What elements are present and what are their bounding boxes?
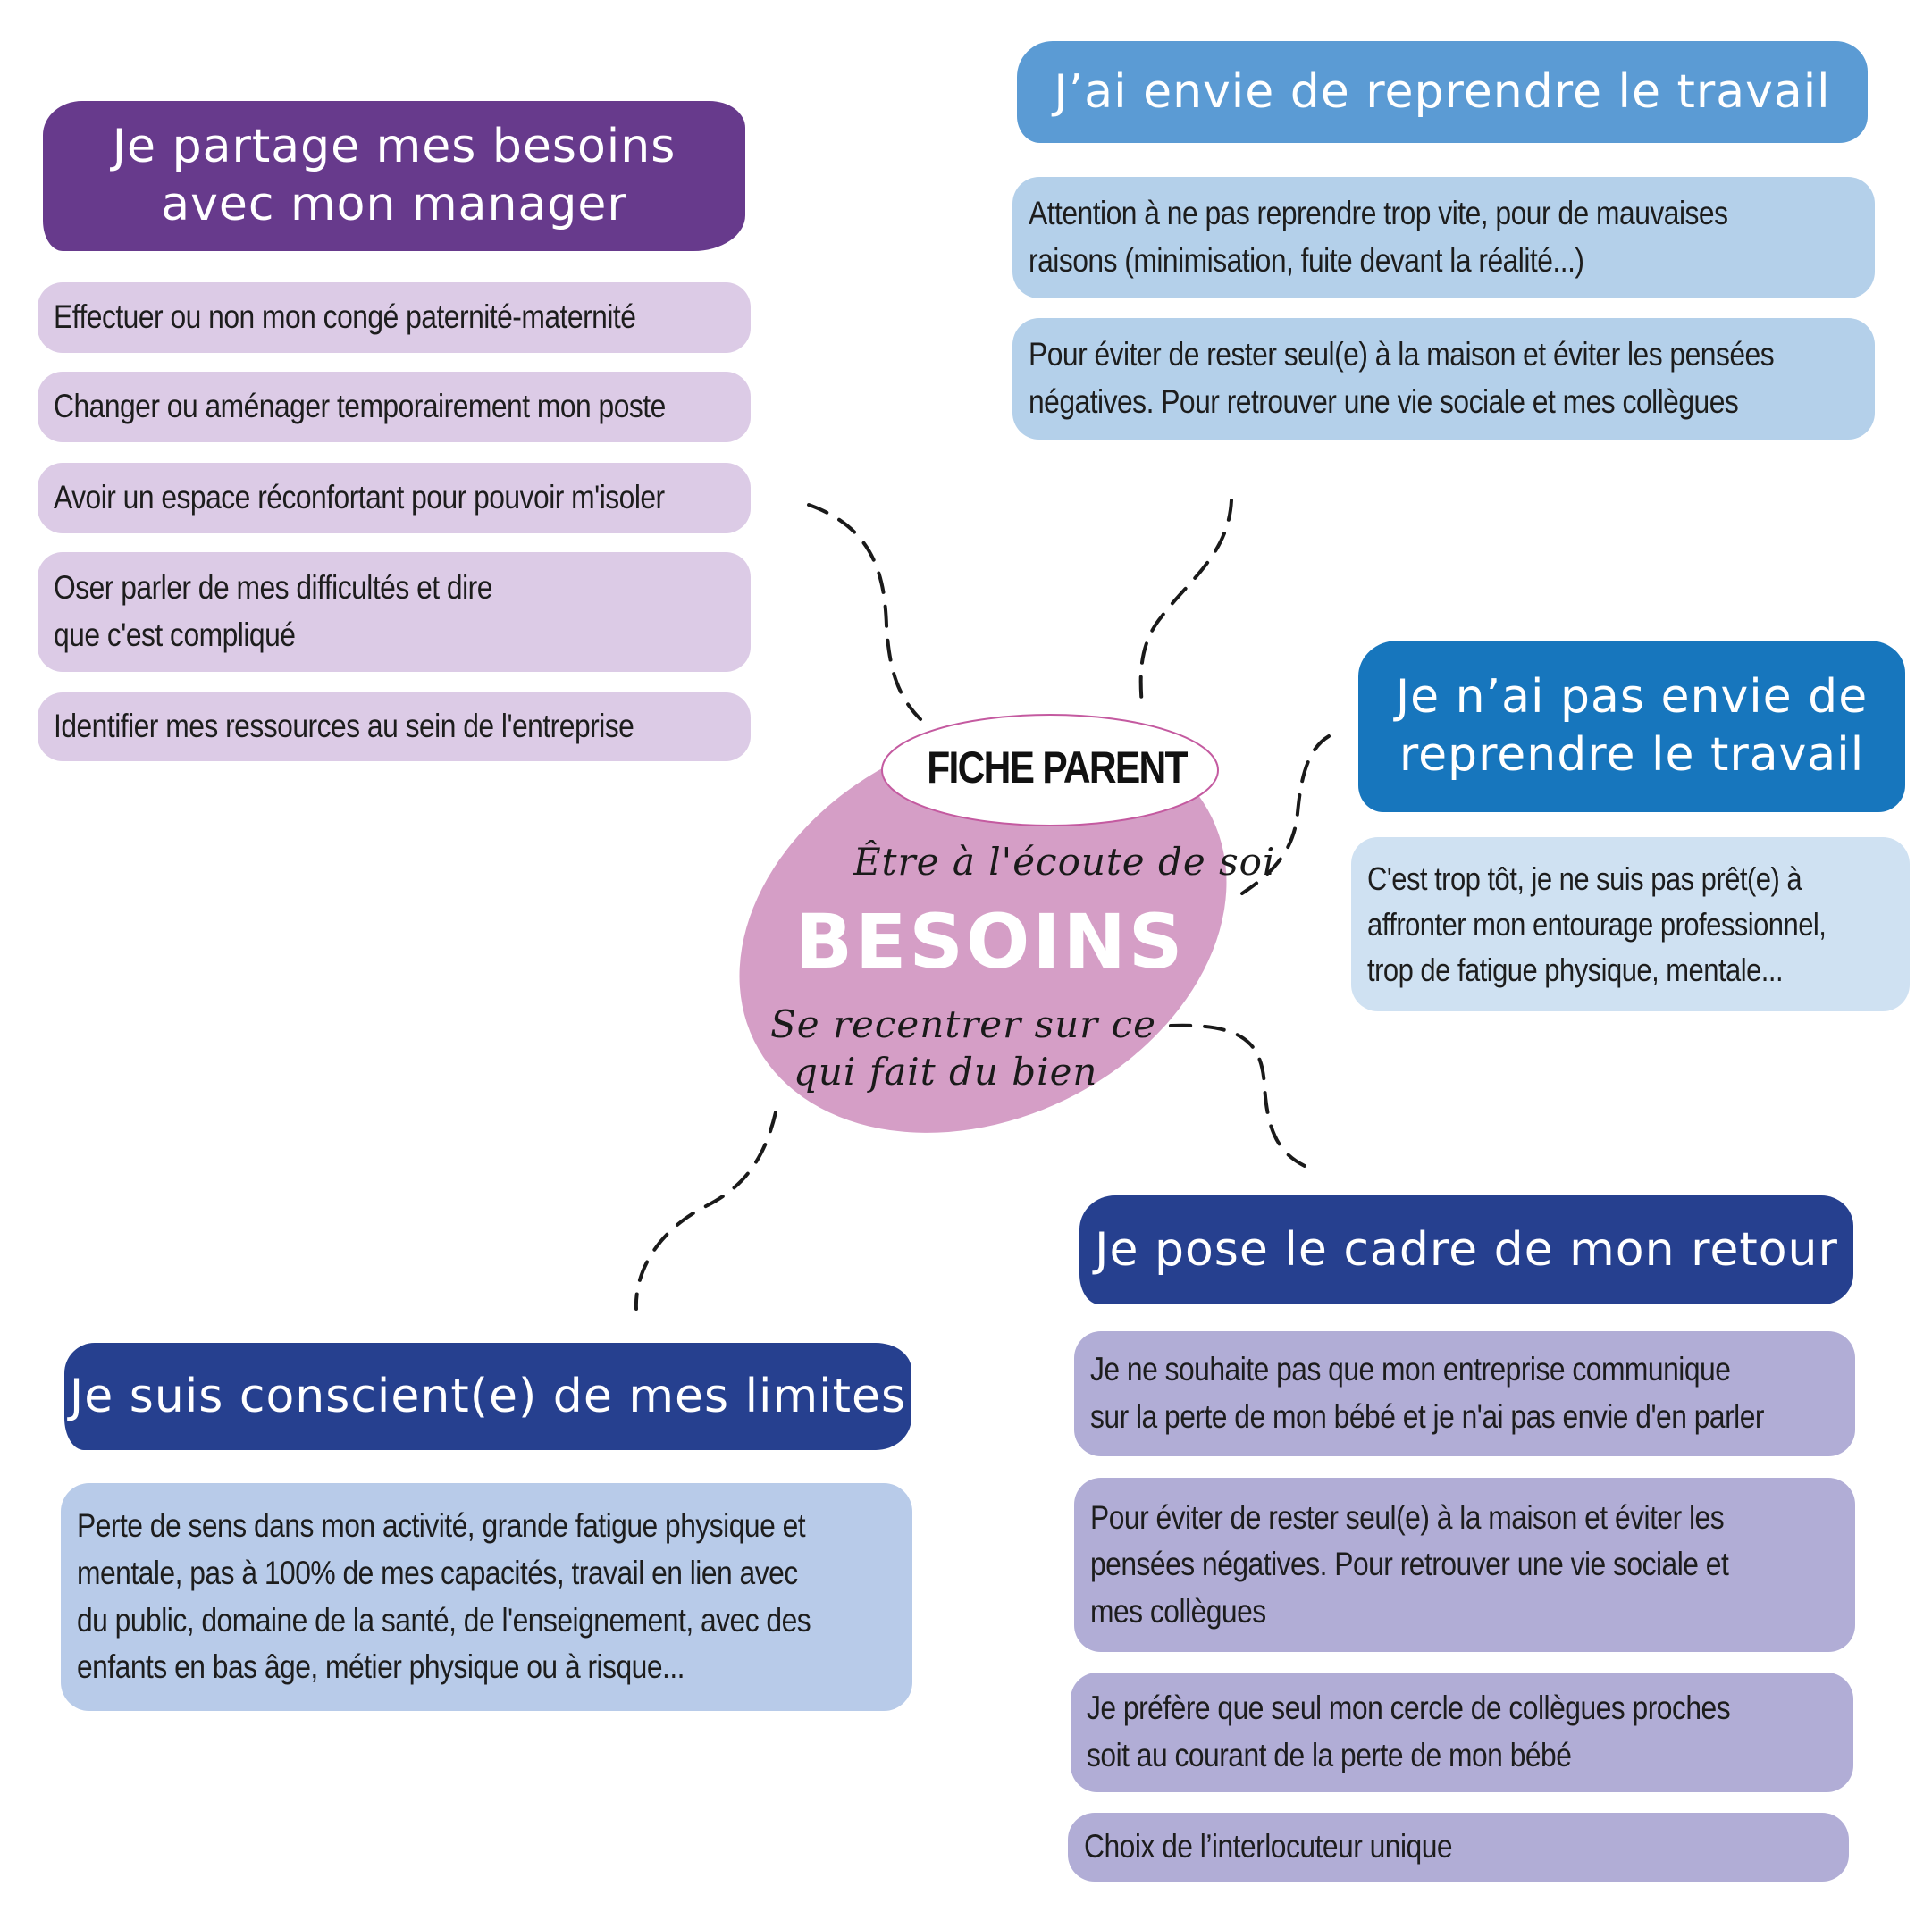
center-title: BESOINS <box>795 898 1186 985</box>
want-return-item: Attention à ne pas reprendre trop vite, … <box>1012 177 1875 298</box>
share-needs-item: Oser parler de mes difficultés et dire q… <box>38 552 751 672</box>
branch-title-share-needs-1: Je partage mes besoins <box>112 120 676 173</box>
no-return-item: C'est trop tôt, je ne suis pas prêt(e) à… <box>1351 837 1910 1011</box>
limits-item: Perte de sens dans mon activité, grande … <box>61 1483 912 1711</box>
frame-item: Pour éviter de rester seul(e) à la maiso… <box>1074 1478 1855 1652</box>
frame-item: Choix de l’interlocuteur unique <box>1068 1813 1849 1882</box>
branch-header-want-return: J’ai envie de reprendre le travail <box>1017 41 1868 143</box>
branch-header-limits: Je suis conscient(e) de mes limites <box>64 1343 911 1450</box>
branch-header-share-needs: Je partage mes besoins avec mon manager <box>43 101 745 251</box>
share-needs-item: Identifier mes ressources au sein de l'e… <box>38 692 751 761</box>
frame-item: Je préfère que seul mon cercle de collèg… <box>1071 1673 1853 1792</box>
center-tagline-bottom-2: qui fait du bien <box>794 1050 1098 1094</box>
center-ellipse <box>739 725 1227 1133</box>
branch-title-share-needs-2: avec mon manager <box>161 178 627 231</box>
fiche-parent-ellipse <box>881 714 1219 826</box>
connector-want-return <box>1138 499 1233 708</box>
connector-no-return <box>1240 734 1331 895</box>
center-tagline-top: Être à l'écoute de soi <box>853 840 1276 884</box>
center-tagline-bottom-1: Se recentrer sur ce <box>770 1002 1156 1046</box>
want-return-item: Pour éviter de rester seul(e) à la maiso… <box>1012 318 1875 440</box>
branch-header-no-return: Je n’ai pas envie de reprendre le travai… <box>1358 641 1905 812</box>
connector-frame <box>1169 1023 1306 1168</box>
fiche-parent-label: FICHE PARENT <box>927 742 1188 792</box>
share-needs-item: Changer ou aménager temporairement mon p… <box>38 372 751 442</box>
connector-share-needs <box>807 503 922 721</box>
branch-header-frame: Je pose le cadre de mon retour <box>1079 1195 1853 1304</box>
connector-limits <box>634 1111 777 1311</box>
frame-item: Je ne souhaite pas que mon entreprise co… <box>1074 1331 1855 1456</box>
share-needs-item: Avoir un espace réconfortant pour pouvoi… <box>38 463 751 533</box>
share-needs-item: Effectuer ou non mon congé paternité-mat… <box>38 282 751 353</box>
